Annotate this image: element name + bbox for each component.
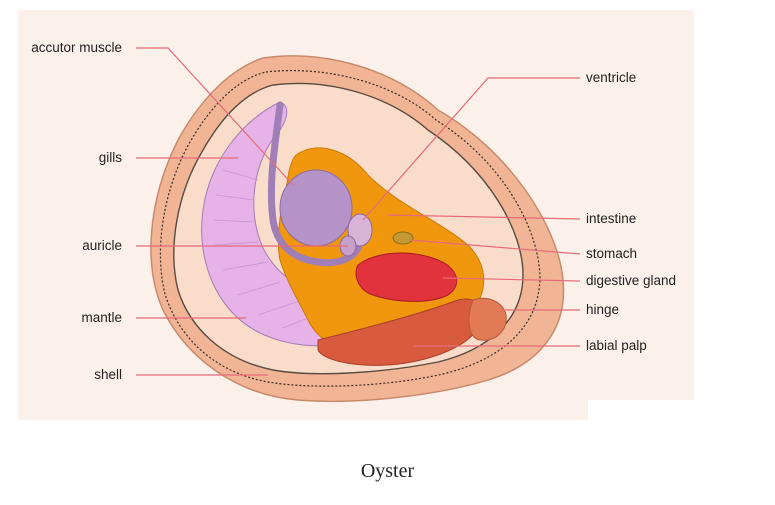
- background-notch: [588, 400, 694, 420]
- label-shell: shell: [94, 367, 122, 382]
- label-auricle: auricle: [82, 238, 122, 253]
- ventricle-shape: [347, 213, 373, 247]
- adductor-muscle-shape: [279, 169, 353, 247]
- label-gills: gills: [98, 150, 122, 165]
- muscle-ligament: [267, 101, 362, 267]
- oyster-diagram: accutor muscle gills auricle mantle shel…: [18, 10, 694, 420]
- leader-lines: [136, 47, 581, 376]
- oyster-illustration: [18, 10, 694, 420]
- label-labial-palp: labial palp: [586, 338, 647, 353]
- label-ventricle: ventricle: [586, 70, 637, 85]
- label-digestive-gland: digestive gland: [586, 273, 677, 288]
- figure-caption: Oyster: [360, 460, 415, 482]
- label-mantle: mantle: [81, 310, 122, 325]
- mantle-fringe: [159, 69, 541, 387]
- digestive-gland-shape: [355, 252, 458, 302]
- stomach-shape: [392, 231, 414, 245]
- label-adductor-muscle: accutor muscle: [31, 40, 122, 55]
- label-stomach: stomach: [586, 246, 638, 261]
- hinge-shape: [468, 297, 507, 341]
- label-intestine: intestine: [586, 211, 637, 226]
- label-hinge: hinge: [586, 302, 620, 317]
